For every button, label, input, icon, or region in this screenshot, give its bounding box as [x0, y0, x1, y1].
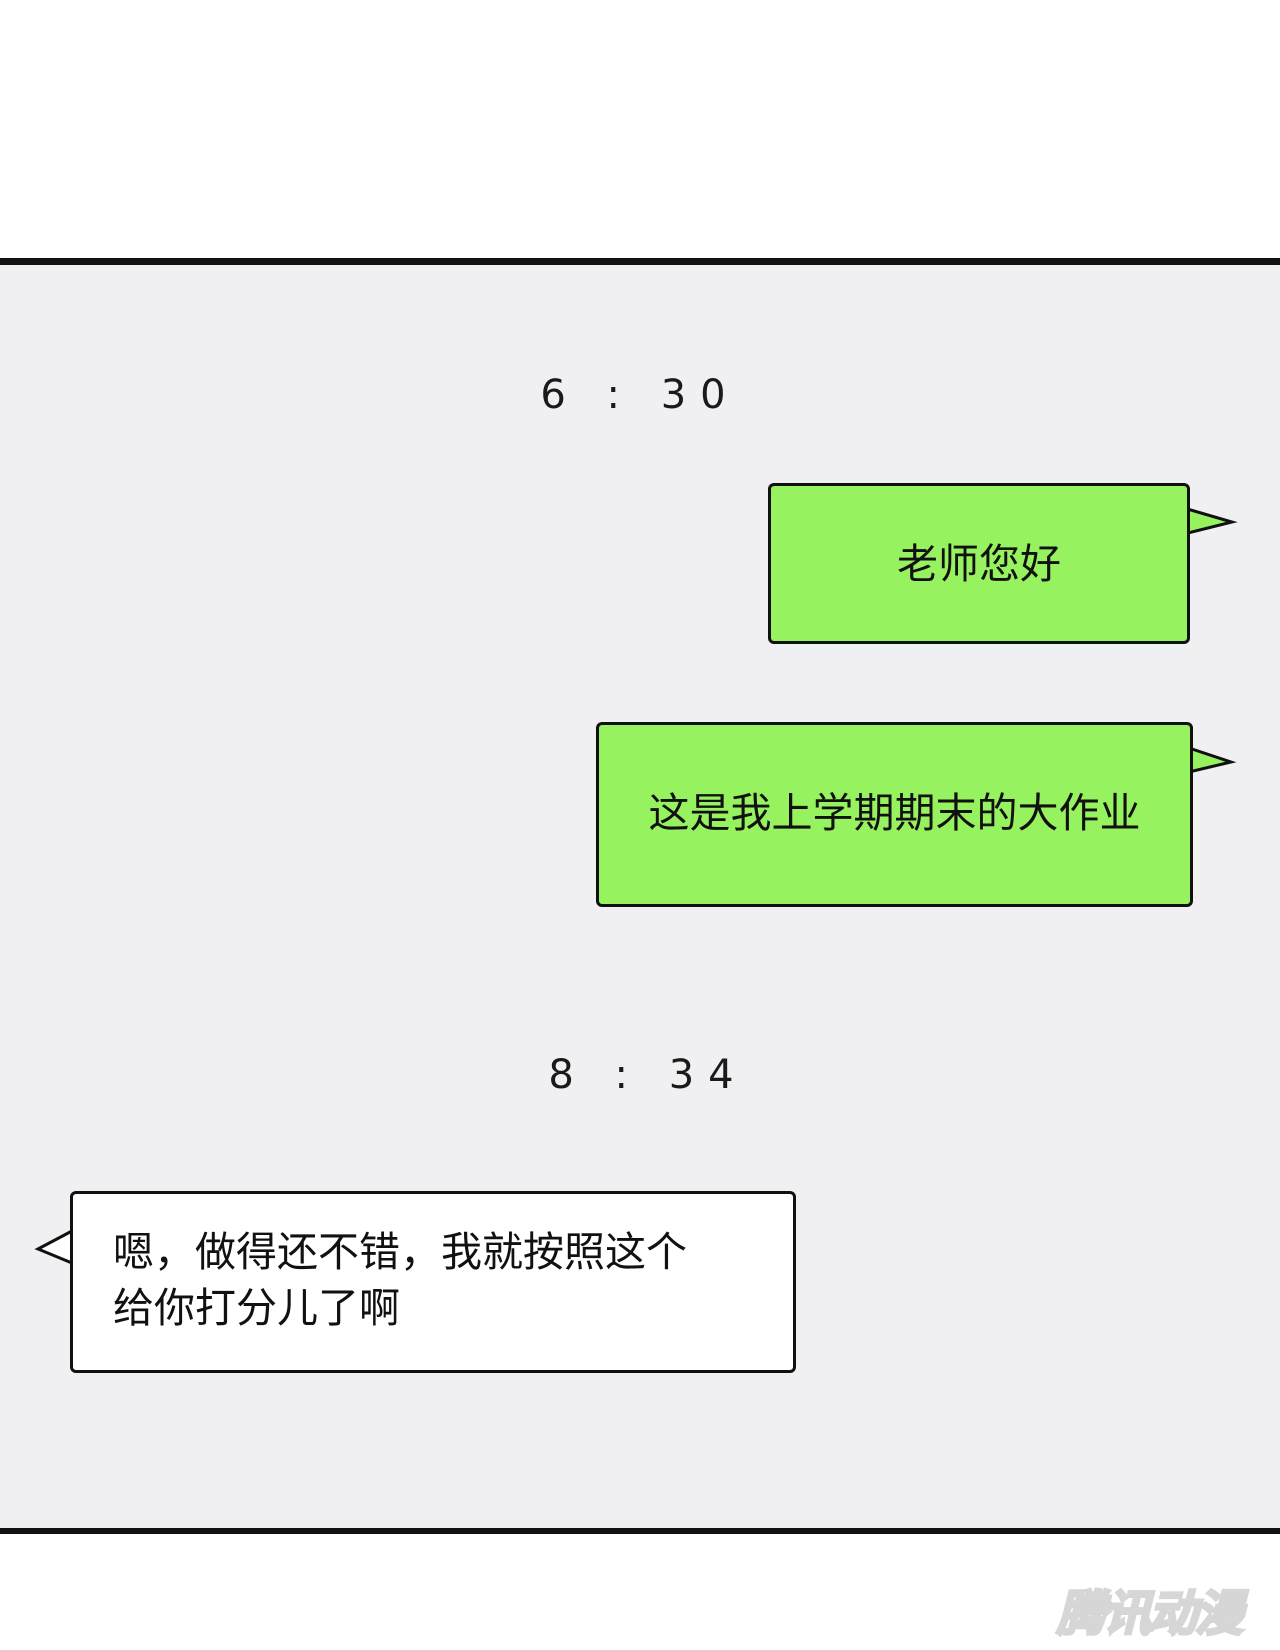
message-text-line-1: 嗯，做得还不错，我就按照这个: [113, 1228, 687, 1276]
message-bubble-received[interactable]: 嗯，做得还不错，我就按照这个 给你打分儿了啊: [70, 1191, 796, 1373]
message-bubble-sent[interactable]: 老师您好: [768, 483, 1190, 644]
watermark-logo: 腾讯动漫: [1055, 1585, 1244, 1644]
bubble-tail-right: [1185, 745, 1237, 774]
message-text: 老师您好: [897, 540, 1061, 588]
message-text: 这是我上学期期末的大作业: [648, 789, 1141, 837]
timestamp: 6 : 30: [540, 372, 740, 418]
message-text-line-2: 给你打分儿了啊: [113, 1284, 400, 1332]
timestamp: 8 : 34: [548, 1052, 748, 1098]
message-bubble-sent[interactable]: 这是我上学期期末的大作业: [596, 722, 1193, 907]
bubble-tail-right: [1180, 506, 1238, 536]
